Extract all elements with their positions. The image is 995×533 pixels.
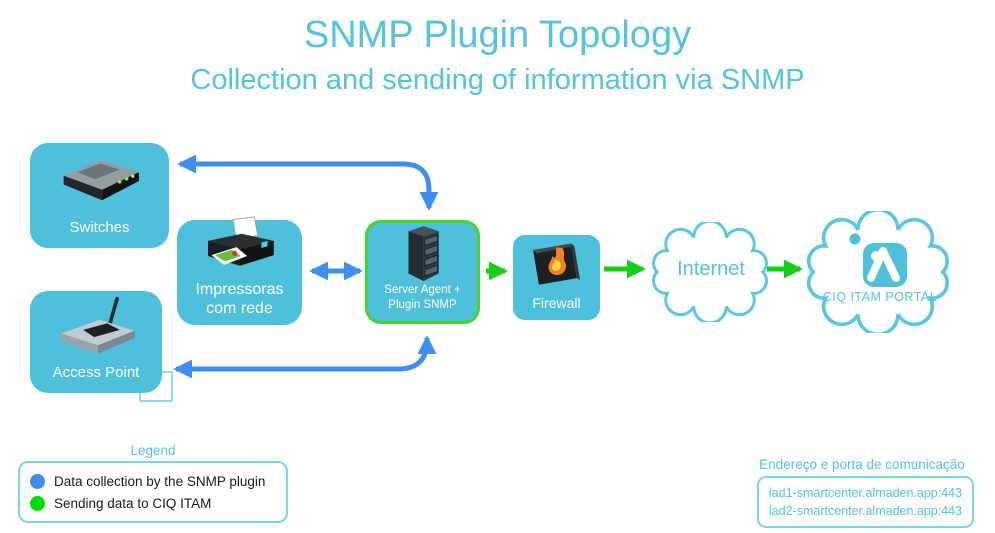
server-tower-icon <box>368 223 477 283</box>
printers-label-line2: com rede <box>206 299 273 317</box>
arrow-switches-server <box>177 154 439 211</box>
legend-item-label: Sending data to CIQ ITAM <box>54 495 212 511</box>
endpoint-address: lad2-smartcenter.almaden.app:443 <box>768 504 963 518</box>
endpoint-address: lad1-smartcenter.almaden.app:443 <box>768 486 963 500</box>
network-printer-icon <box>177 216 302 280</box>
legend-box: Data collection by the SNMP plugin Sendi… <box>18 461 288 523</box>
almaden-logo-icon <box>849 233 907 287</box>
node-access-point: Access Point <box>30 291 162 393</box>
node-printers: Impressoras com rede <box>177 216 302 325</box>
arrow-accesspoint-server <box>173 335 437 379</box>
access-point-icon <box>30 291 162 364</box>
network-switch-icon <box>30 143 169 219</box>
node-label-printers: Impressoras com rede <box>195 280 283 325</box>
page-title: SNMP Plugin Topology <box>303 14 692 56</box>
node-firewall: Firewall <box>513 235 600 320</box>
node-switches: Switches <box>30 143 169 248</box>
legend-title: Legend <box>130 443 176 458</box>
node-label-internet: Internet <box>677 258 745 280</box>
server-label-line2: Plugin SNMP <box>388 299 457 312</box>
page-subtitle: Collection and sending of information vi… <box>190 64 805 96</box>
server-label-line1: Server Agent + <box>384 284 461 297</box>
green-dot-icon <box>30 495 45 511</box>
endpoints-box: lad1-smartcenter.almaden.app:443 lad2-sm… <box>757 476 974 528</box>
node-label-firewall: Firewall <box>532 295 581 312</box>
node-server-agent: Server Agent + Plugin SNMP <box>365 220 480 324</box>
blue-dot-icon <box>30 473 45 489</box>
endpoints-title: Endereço e porta de comunicação <box>759 457 965 472</box>
firewall-flame-icon <box>513 235 600 295</box>
node-label-access-point: Access Point <box>52 364 140 381</box>
printers-label-line1: Impressoras <box>195 280 284 298</box>
node-label-ciq-portal: CIQ ITAM PORTAL <box>822 290 938 304</box>
node-label-switches: Switches <box>69 219 130 236</box>
legend-item-label: Data collection by the SNMP plugin <box>54 473 266 489</box>
node-label-server: Server Agent + Plugin SNMP <box>384 283 460 321</box>
legend-item-data-collection: Data collection by the SNMP plugin <box>30 473 276 489</box>
legend-item-sending-data: Sending data to CIQ ITAM <box>30 495 276 511</box>
internet-cloud-shape <box>652 222 768 322</box>
